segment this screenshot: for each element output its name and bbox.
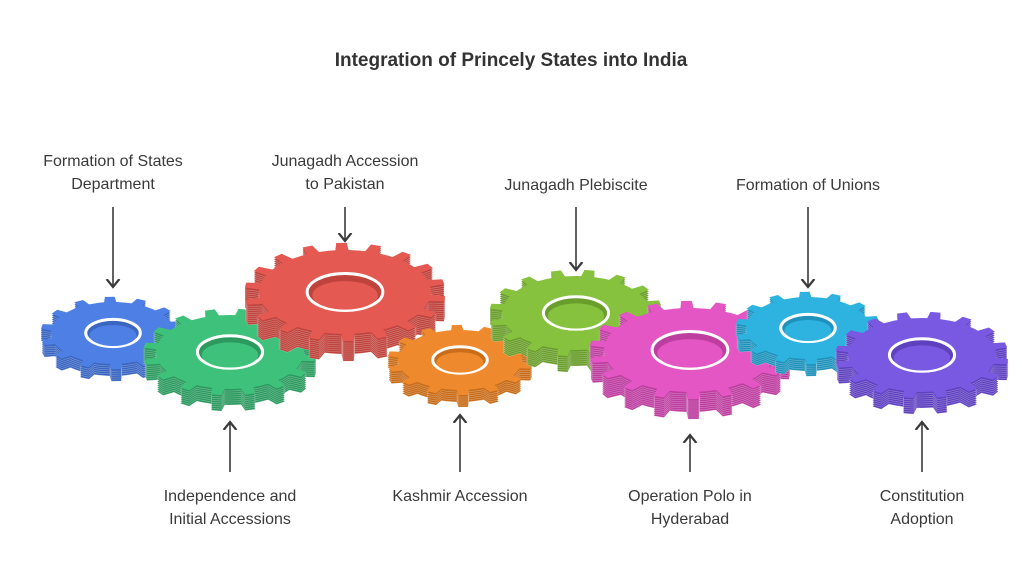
label-constitution: Constitution Adoption xyxy=(879,488,965,528)
gear-constitution xyxy=(835,311,1009,415)
label-junagadh-pakistan: Junagadh Accession to Pakistan xyxy=(271,153,419,193)
gear-junagadh-pakistan xyxy=(244,242,446,362)
gear-kashmir xyxy=(387,324,533,408)
label-unions: Formation of Unions xyxy=(735,177,881,194)
diagram-title: Integration of Princely States into Indi… xyxy=(334,50,688,71)
label-states-dept: Formation of States Department xyxy=(43,153,183,193)
label-plebiscite: Junagadh Plebiscite xyxy=(504,177,648,194)
label-independence: Independence and Initial Accessions xyxy=(163,488,297,528)
label-polo: Operation Polo in Hyderabad xyxy=(628,488,752,528)
label-kashmir: Kashmir Accession xyxy=(392,488,528,505)
